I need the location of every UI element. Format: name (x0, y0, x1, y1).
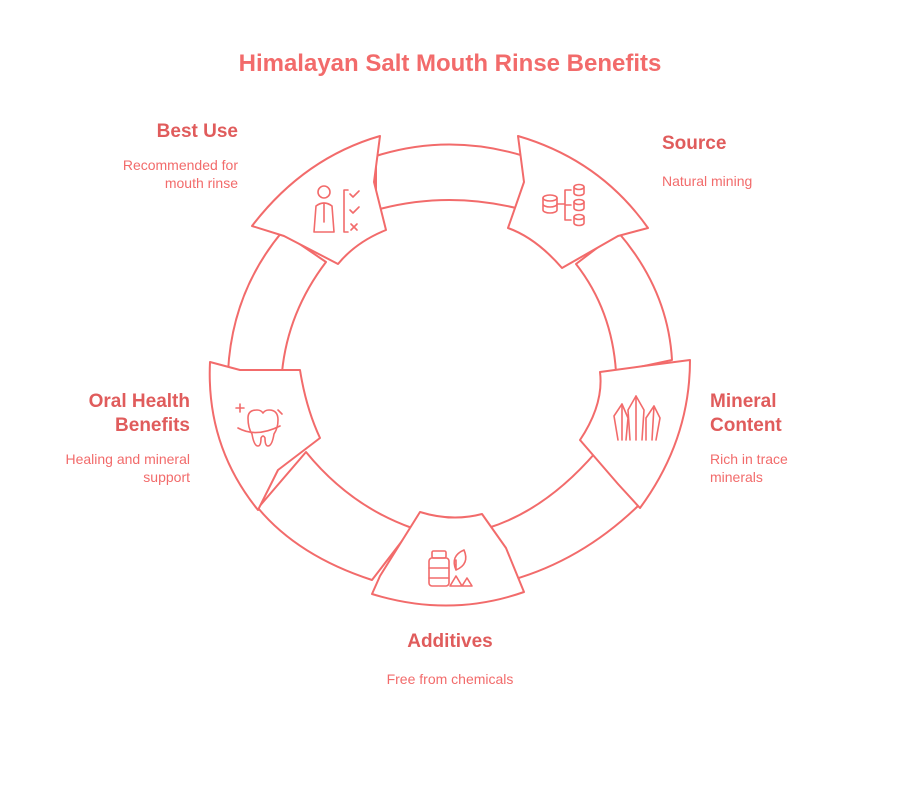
additives-title: Additives (407, 631, 493, 652)
crystals-icon (613, 395, 661, 441)
arc-segment-lower-left (257, 451, 413, 581)
source-description: Natural mining (662, 173, 753, 189)
best-use-description: Recommended for mouth rinse (122, 157, 238, 191)
arc-segment-upper-right (575, 231, 673, 373)
arrow-oral-health (208, 361, 321, 511)
mineral-content-description: Rich in trace minerals (710, 451, 788, 485)
person-checklist-icon (313, 185, 360, 233)
bottle-leaf-icon (428, 549, 473, 587)
best-use-title: Best Use (156, 121, 238, 142)
oral-health-description: Healing and mineral support (65, 451, 190, 485)
source-title: Source (662, 133, 727, 154)
arrow-best-use (251, 135, 387, 265)
oral-health-title: Oral Health Benefits (88, 391, 190, 436)
tooth-icon (235, 403, 283, 447)
arc-segment-top (375, 143, 525, 211)
ring-segments (208, 135, 691, 607)
page-title: Himalayan Salt Mouth Rinse Benefits (238, 50, 662, 77)
arrow-mineral (579, 359, 691, 509)
additives-description: Free from chemicals (386, 671, 514, 687)
arrow-source (507, 135, 649, 269)
database-stack-icon (542, 183, 585, 227)
mineral-content-title: Mineral Content (710, 391, 782, 436)
arc-segment-upper-left (227, 231, 327, 373)
